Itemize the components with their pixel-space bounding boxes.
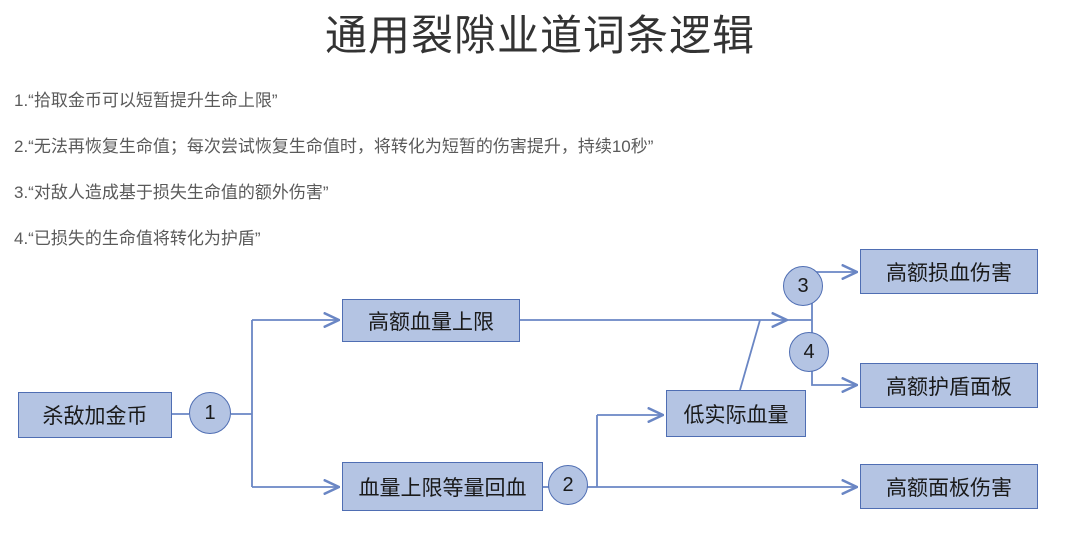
marker-2[interactable]: 2 [548, 465, 588, 505]
bullet-item-3: 3.“对敌人造成基于损失生命值的额外伤害” [14, 183, 329, 202]
bullet-item-2: 2.“无法再恢复生命值；每次尝试恢复生命值时，将转化为短暂的伤害提升，持续10秒… [14, 137, 654, 156]
node-high-panel-damage[interactable]: 高额面板伤害 [860, 464, 1038, 509]
node-high-shield-panel[interactable]: 高额护盾面板 [860, 363, 1038, 408]
node-kill-gold[interactable]: 杀敌加金币 [18, 392, 172, 438]
edge-lowrealhp-to-junction [739, 319, 761, 391]
node-high-hp-cap[interactable]: 高额血量上限 [342, 299, 520, 342]
node-low-real-hp[interactable]: 低实际血量 [666, 390, 806, 437]
marker-1[interactable]: 1 [189, 392, 231, 434]
marker-4[interactable]: 4 [789, 332, 829, 372]
bullet-item-4: 4.“已损失的生命值将转化为护盾” [14, 229, 261, 248]
edge-4-to-highshield [811, 383, 856, 385]
node-high-lost-damage[interactable]: 高额损血伤害 [860, 249, 1038, 294]
node-hp-cap-heal[interactable]: 血量上限等量回血 [342, 462, 543, 511]
bullet-item-1: 1.“拾取金币可以短暂提升生命上限” [14, 91, 278, 110]
page-title: 通用裂隙业道词条逻辑 [324, 12, 755, 59]
marker-3[interactable]: 3 [783, 266, 823, 306]
